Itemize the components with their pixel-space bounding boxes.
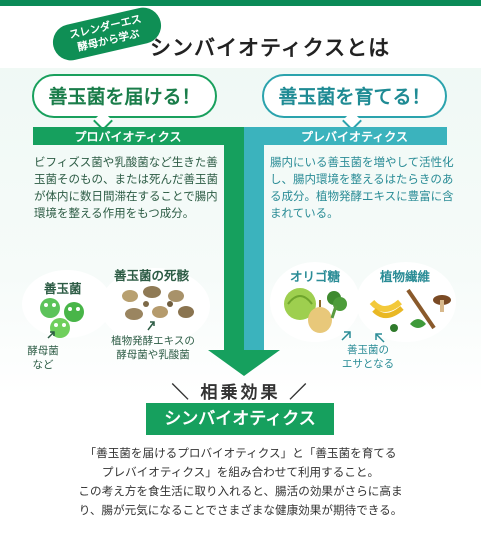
probiotics-bar	[33, 127, 244, 145]
fiber-title: 植物繊維	[380, 269, 431, 284]
summary-line-2: プレバイオティクス」を組み合わせて利用すること。	[101, 465, 380, 479]
prebiotics-bubble: 善玉菌を育てる！	[262, 74, 447, 118]
down-arrow-icon	[208, 350, 280, 376]
good-bacteria-icon	[40, 298, 84, 339]
extract-note-line-1: 植物発酵エキスの	[111, 335, 195, 347]
food-note-line-2: エサとなる	[341, 358, 395, 370]
oligo-title: オリゴ糖	[290, 269, 341, 284]
probiotics-stem	[224, 128, 244, 358]
up-arrow-left-icon	[341, 331, 351, 341]
dead-bacteria-icon	[122, 286, 194, 331]
prebiotics-description: 腸内にいる善玉菌を増やして活性化し、腸内環境を整えるはたらきのある成分。植物発酵…	[270, 155, 454, 220]
top-accent-bar	[0, 0, 481, 6]
probiotics-description: ビフィズス菌や乳酸菌など生きた善玉菌そのもの、または死んだ善玉菌が体内に数日間滞…	[34, 155, 218, 220]
probiotics-bubble: 善玉菌を届ける！	[32, 74, 217, 118]
summary-line-4: り、腸が元気になることでさまざまな健康効果が期待できる。	[78, 503, 403, 517]
synergy-heading: ＼ 相乗効果 ／	[171, 383, 310, 403]
food-note-line-1: 善玉菌の	[347, 344, 389, 356]
food-note: 善玉菌の エサとなる	[328, 343, 408, 371]
yeast-note-line-1: 酵母菌	[27, 345, 59, 357]
up-arrow-right-icon	[375, 333, 385, 343]
extract-note-line-2: 酵母菌や乳酸菌	[116, 349, 190, 361]
good-bacteria-title: 善玉菌	[44, 281, 82, 296]
dead-bacteria-title: 善玉菌の死骸	[114, 268, 190, 283]
yeast-note: 酵母菌 など	[18, 344, 68, 372]
summary-line-1: 「善玉菌を届けるプロバイオティクス」と「善玉菌を育てる	[84, 446, 397, 460]
fiber-foods-icon	[369, 288, 451, 332]
prebiotics-label: プレバイオティクス	[301, 130, 408, 144]
dead-bacteria-circle	[100, 268, 210, 344]
synbiotics-label: シンバイオティクス	[146, 403, 334, 435]
page-title: シンバイオティクスとは	[150, 36, 391, 60]
probiotics-label: プロバイオティクス	[74, 130, 182, 144]
summary-line-3: この考え方を食生活に取り入れると、腸活の効果がさらに高ま	[78, 484, 403, 498]
prebiotics-stem	[244, 128, 264, 358]
synergy-heading-text: 相乗効果	[200, 383, 281, 403]
yeast-note-line-2: など	[32, 359, 54, 371]
extract-note: 植物発酵エキスの 酵母菌や乳酸菌	[90, 334, 216, 362]
synbiotics-summary: 「善玉菌を届けるプロバイオティクス」と「善玉菌を育てる プレバイオティクス」を組…	[20, 444, 461, 520]
vegetables-icon	[284, 288, 347, 333]
prebiotics-bar	[243, 127, 447, 145]
